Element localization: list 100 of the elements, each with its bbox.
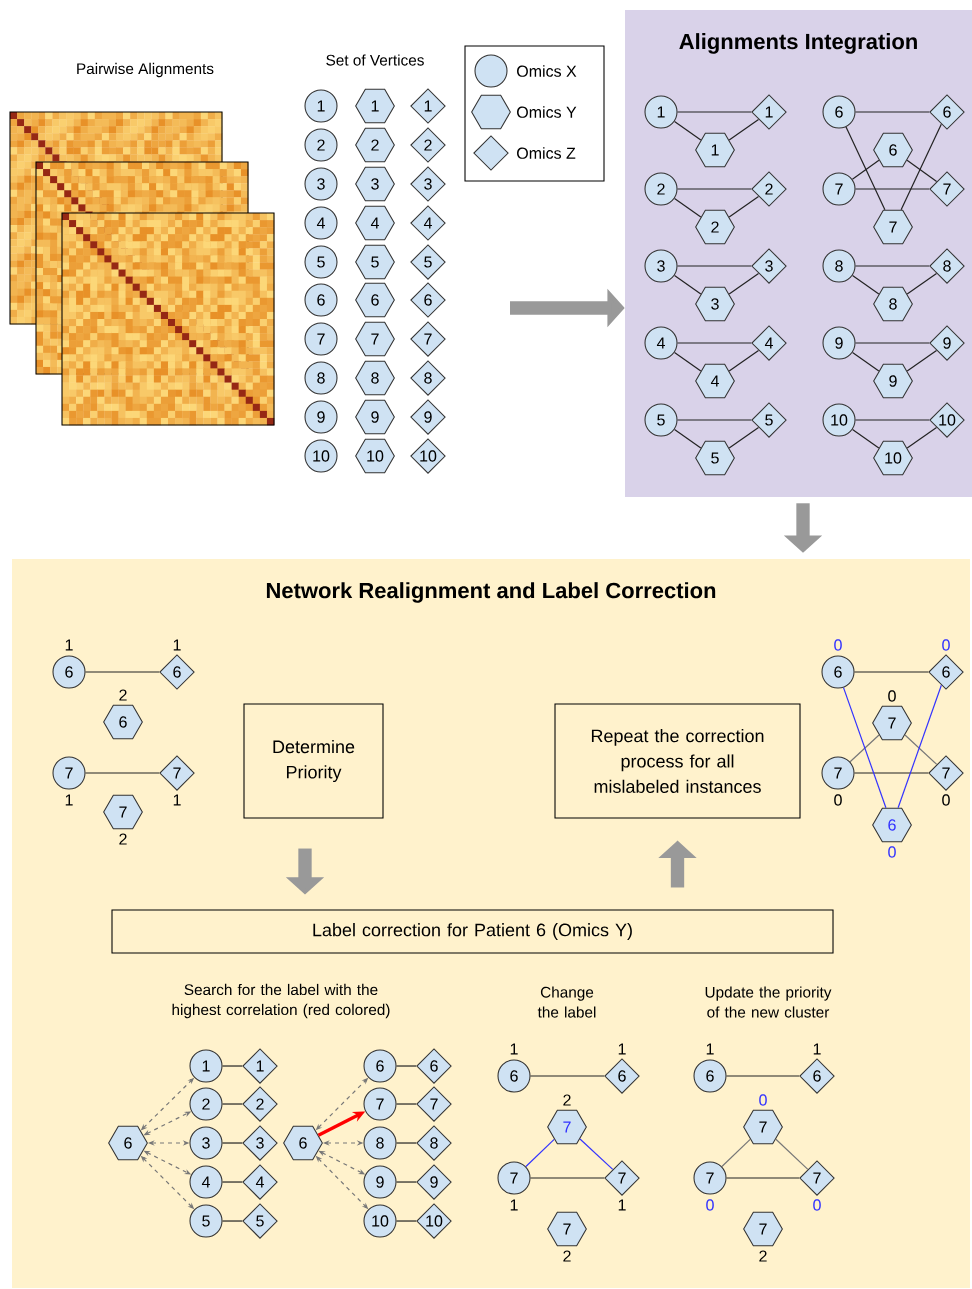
vertex-hexagon: 6: [872, 807, 912, 843]
connector-line: [728, 272, 760, 295]
vertex-hexagon: 5: [695, 440, 735, 476]
connector-line: [673, 120, 702, 141]
priority-number: 0: [706, 1199, 714, 1211]
vertex-hexagon: 8: [355, 360, 395, 396]
process-box: Repeat the correction process for all mislabeled instances: [554, 703, 801, 819]
vertex-hexagon: 6: [355, 282, 395, 318]
vertex-hexagon: 9: [355, 399, 395, 435]
connector-line: [725, 1177, 800, 1179]
connector-line: [728, 426, 760, 449]
priority-number: 1: [813, 1043, 821, 1055]
priority-number: 1: [510, 1043, 518, 1055]
priority-number: 1: [510, 1199, 518, 1211]
connector-line: [906, 349, 938, 372]
connector-line: [676, 419, 752, 421]
connector-line: [728, 349, 760, 372]
priority-number: 2: [563, 1250, 571, 1262]
connector-line: [728, 195, 760, 218]
vertex-hexagon: 7: [873, 209, 913, 245]
connector-line: [221, 1103, 243, 1105]
priority-number: 0: [834, 794, 842, 806]
caption: Set of Vertices: [326, 54, 424, 66]
connector-line: [851, 159, 880, 180]
connector-line: [728, 118, 760, 141]
priority-number: 0: [813, 1199, 821, 1211]
connector-line: [854, 419, 930, 421]
vertex-hexagon: 2: [695, 209, 735, 245]
caption: Change the label: [537, 986, 596, 1018]
legend-label: Omics Z: [517, 147, 576, 159]
connector-line: [221, 1142, 243, 1144]
process-box: Label correction for Patient 6 (Omics Y): [111, 909, 834, 954]
process-box: Determine Priority: [243, 703, 384, 819]
caption: Pairwise Alignments: [77, 62, 214, 78]
connector-line: [725, 1075, 800, 1077]
caption: Update the priority of the new cluster: [705, 986, 832, 1018]
vertex-hexagon: 10: [355, 438, 395, 474]
priority-number: 0: [759, 1094, 767, 1106]
priority-number: 1: [65, 639, 73, 651]
vertex-hexagon: 4: [695, 363, 735, 399]
priority-number: 1: [618, 1199, 626, 1211]
connector-line: [395, 1220, 417, 1222]
connector-line: [395, 1142, 417, 1144]
connector-line: [676, 111, 752, 113]
connector-line: [673, 428, 702, 449]
vertex-hexagon: 4: [355, 205, 395, 241]
priority-number: 1: [618, 1043, 626, 1055]
priority-number: 2: [119, 833, 127, 845]
vertex-hexagon: 7: [743, 1211, 783, 1247]
vertex-hexagon: 7: [103, 794, 143, 830]
connector-line: [904, 734, 938, 765]
vertex-hexagon: 2: [355, 127, 395, 163]
connector-line: [854, 265, 930, 267]
caption: Search for the label with the highest correlation (red colored): [172, 983, 390, 1019]
connector-line: [221, 1220, 243, 1222]
connector-line: [849, 734, 880, 763]
priority-number: 0: [888, 846, 896, 858]
connector-line: [676, 265, 752, 267]
connector-line: [676, 342, 752, 344]
vertex-hexagon: 6: [103, 704, 143, 740]
vertex-hexagon: 6: [873, 132, 913, 168]
vertex-hexagon: 7: [872, 705, 912, 741]
priority-number: 1: [65, 794, 73, 806]
vertex-hexagon: 7: [355, 321, 395, 357]
vertex-hexagon: 9: [873, 363, 913, 399]
connector-line: [851, 351, 880, 372]
connector-line: [84, 671, 160, 673]
connector-line: [906, 159, 938, 183]
priority-number: 2: [119, 689, 127, 701]
priority-number: 1: [173, 794, 181, 806]
connector-line: [673, 351, 702, 372]
priority-number: 0: [888, 690, 896, 702]
vertex-hexagon: 6: [108, 1125, 148, 1161]
connector-line: [529, 1177, 605, 1179]
connector-line: [676, 188, 752, 190]
connector-line: [854, 188, 930, 190]
connector-line: [853, 772, 929, 774]
vertex-hexagon: 8: [873, 286, 913, 322]
priority-number: 1: [173, 639, 181, 651]
connector-line: [854, 111, 930, 113]
connector-line: [853, 671, 929, 673]
vertex-hexagon: 10: [873, 440, 913, 476]
priority-number: 1: [706, 1043, 714, 1055]
vertex-hexagon: 5: [355, 244, 395, 280]
connector-line: [221, 1065, 243, 1067]
vertex-hexagon: 7: [547, 1109, 587, 1145]
legend-label: Omics X: [517, 65, 577, 77]
connector-line: [221, 1181, 243, 1183]
connector-line: [673, 274, 702, 295]
connector-line: [721, 1138, 751, 1168]
priority-number: 2: [563, 1094, 571, 1106]
connector-line: [525, 1138, 555, 1168]
connector-line: [900, 123, 942, 211]
vertex-hexagon: 1: [355, 88, 395, 124]
vertex-hexagon: 3: [695, 286, 735, 322]
vertex-hexagon: 1: [695, 132, 735, 168]
priority-number: 0: [834, 639, 842, 651]
connector-line: [851, 428, 880, 449]
priority-number: 2: [759, 1250, 767, 1262]
connector-line: [673, 197, 702, 218]
